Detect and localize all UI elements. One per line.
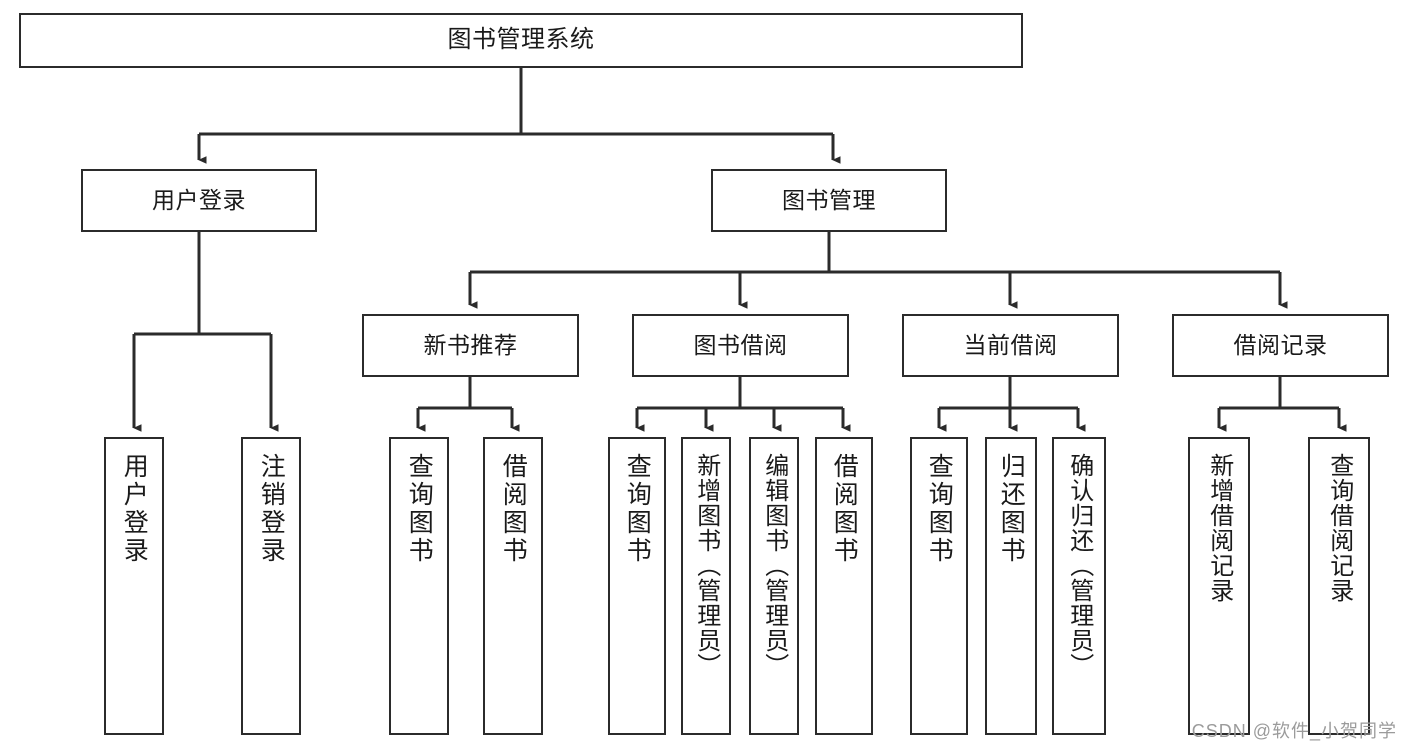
node-root[interactable]: 图书管理系统	[19, 13, 1023, 68]
node-leaf-add-book-label: 新增图书（管理员）	[692, 453, 720, 678]
node-user-login-label: 用户登录	[152, 186, 246, 213]
node-root-label: 图书管理系统	[447, 26, 595, 54]
node-book-manage[interactable]: 图书管理	[711, 169, 947, 232]
node-leaf-borrow-book-2-label: 借阅图书	[830, 453, 859, 565]
node-current-borrow[interactable]: 当前借阅	[902, 314, 1119, 377]
node-leaf-user-logout[interactable]: 注销登录	[241, 437, 301, 735]
node-book-borrow-label: 图书借阅	[693, 331, 788, 358]
node-leaf-user-login[interactable]: 用户登录	[104, 437, 164, 735]
node-new-book-recommend[interactable]: 新书推荐	[362, 314, 579, 377]
node-leaf-borrow-book-2[interactable]: 借阅图书	[815, 437, 873, 735]
node-leaf-return-book[interactable]: 归还图书	[985, 437, 1037, 735]
csdn-watermark: CSDN @软件_小贺同学	[1191, 721, 1397, 741]
node-leaf-query-book-1-label: 查询图书	[405, 453, 434, 565]
node-leaf-confirm-return[interactable]: 确认归还（管理员）	[1052, 437, 1106, 735]
node-leaf-query-book-3-label: 查询图书	[925, 453, 954, 565]
node-new-book-recommend-label: 新书推荐	[423, 331, 518, 358]
node-leaf-query-book-2-label: 查询图书	[623, 453, 652, 565]
node-user-login[interactable]: 用户登录	[81, 169, 317, 232]
node-leaf-add-record-label: 新增借阅记录	[1205, 453, 1233, 603]
node-borrow-record-label: 借阅记录	[1233, 331, 1328, 358]
node-leaf-confirm-return-label: 确认归还（管理员）	[1065, 453, 1093, 678]
node-leaf-borrow-book-1-label: 借阅图书	[499, 453, 528, 565]
node-borrow-record[interactable]: 借阅记录	[1172, 314, 1389, 377]
node-leaf-query-book-2[interactable]: 查询图书	[608, 437, 666, 735]
node-leaf-edit-book[interactable]: 编辑图书（管理员）	[749, 437, 799, 735]
node-leaf-query-record[interactable]: 查询借阅记录	[1308, 437, 1370, 735]
node-leaf-borrow-book-1[interactable]: 借阅图书	[483, 437, 543, 735]
node-leaf-query-book-1[interactable]: 查询图书	[389, 437, 449, 735]
node-leaf-add-record[interactable]: 新增借阅记录	[1188, 437, 1250, 735]
node-leaf-add-book[interactable]: 新增图书（管理员）	[681, 437, 731, 735]
node-leaf-query-book-3[interactable]: 查询图书	[910, 437, 968, 735]
node-book-borrow[interactable]: 图书借阅	[632, 314, 849, 377]
node-leaf-user-logout-label: 注销登录	[257, 453, 286, 565]
node-leaf-user-login-label: 用户登录	[120, 453, 149, 565]
node-leaf-edit-book-label: 编辑图书（管理员）	[760, 453, 788, 678]
node-leaf-return-book-label: 归还图书	[997, 453, 1026, 565]
node-book-manage-label: 图书管理	[782, 186, 876, 213]
node-leaf-query-record-label: 查询借阅记录	[1325, 453, 1353, 603]
node-current-borrow-label: 当前借阅	[963, 331, 1058, 358]
